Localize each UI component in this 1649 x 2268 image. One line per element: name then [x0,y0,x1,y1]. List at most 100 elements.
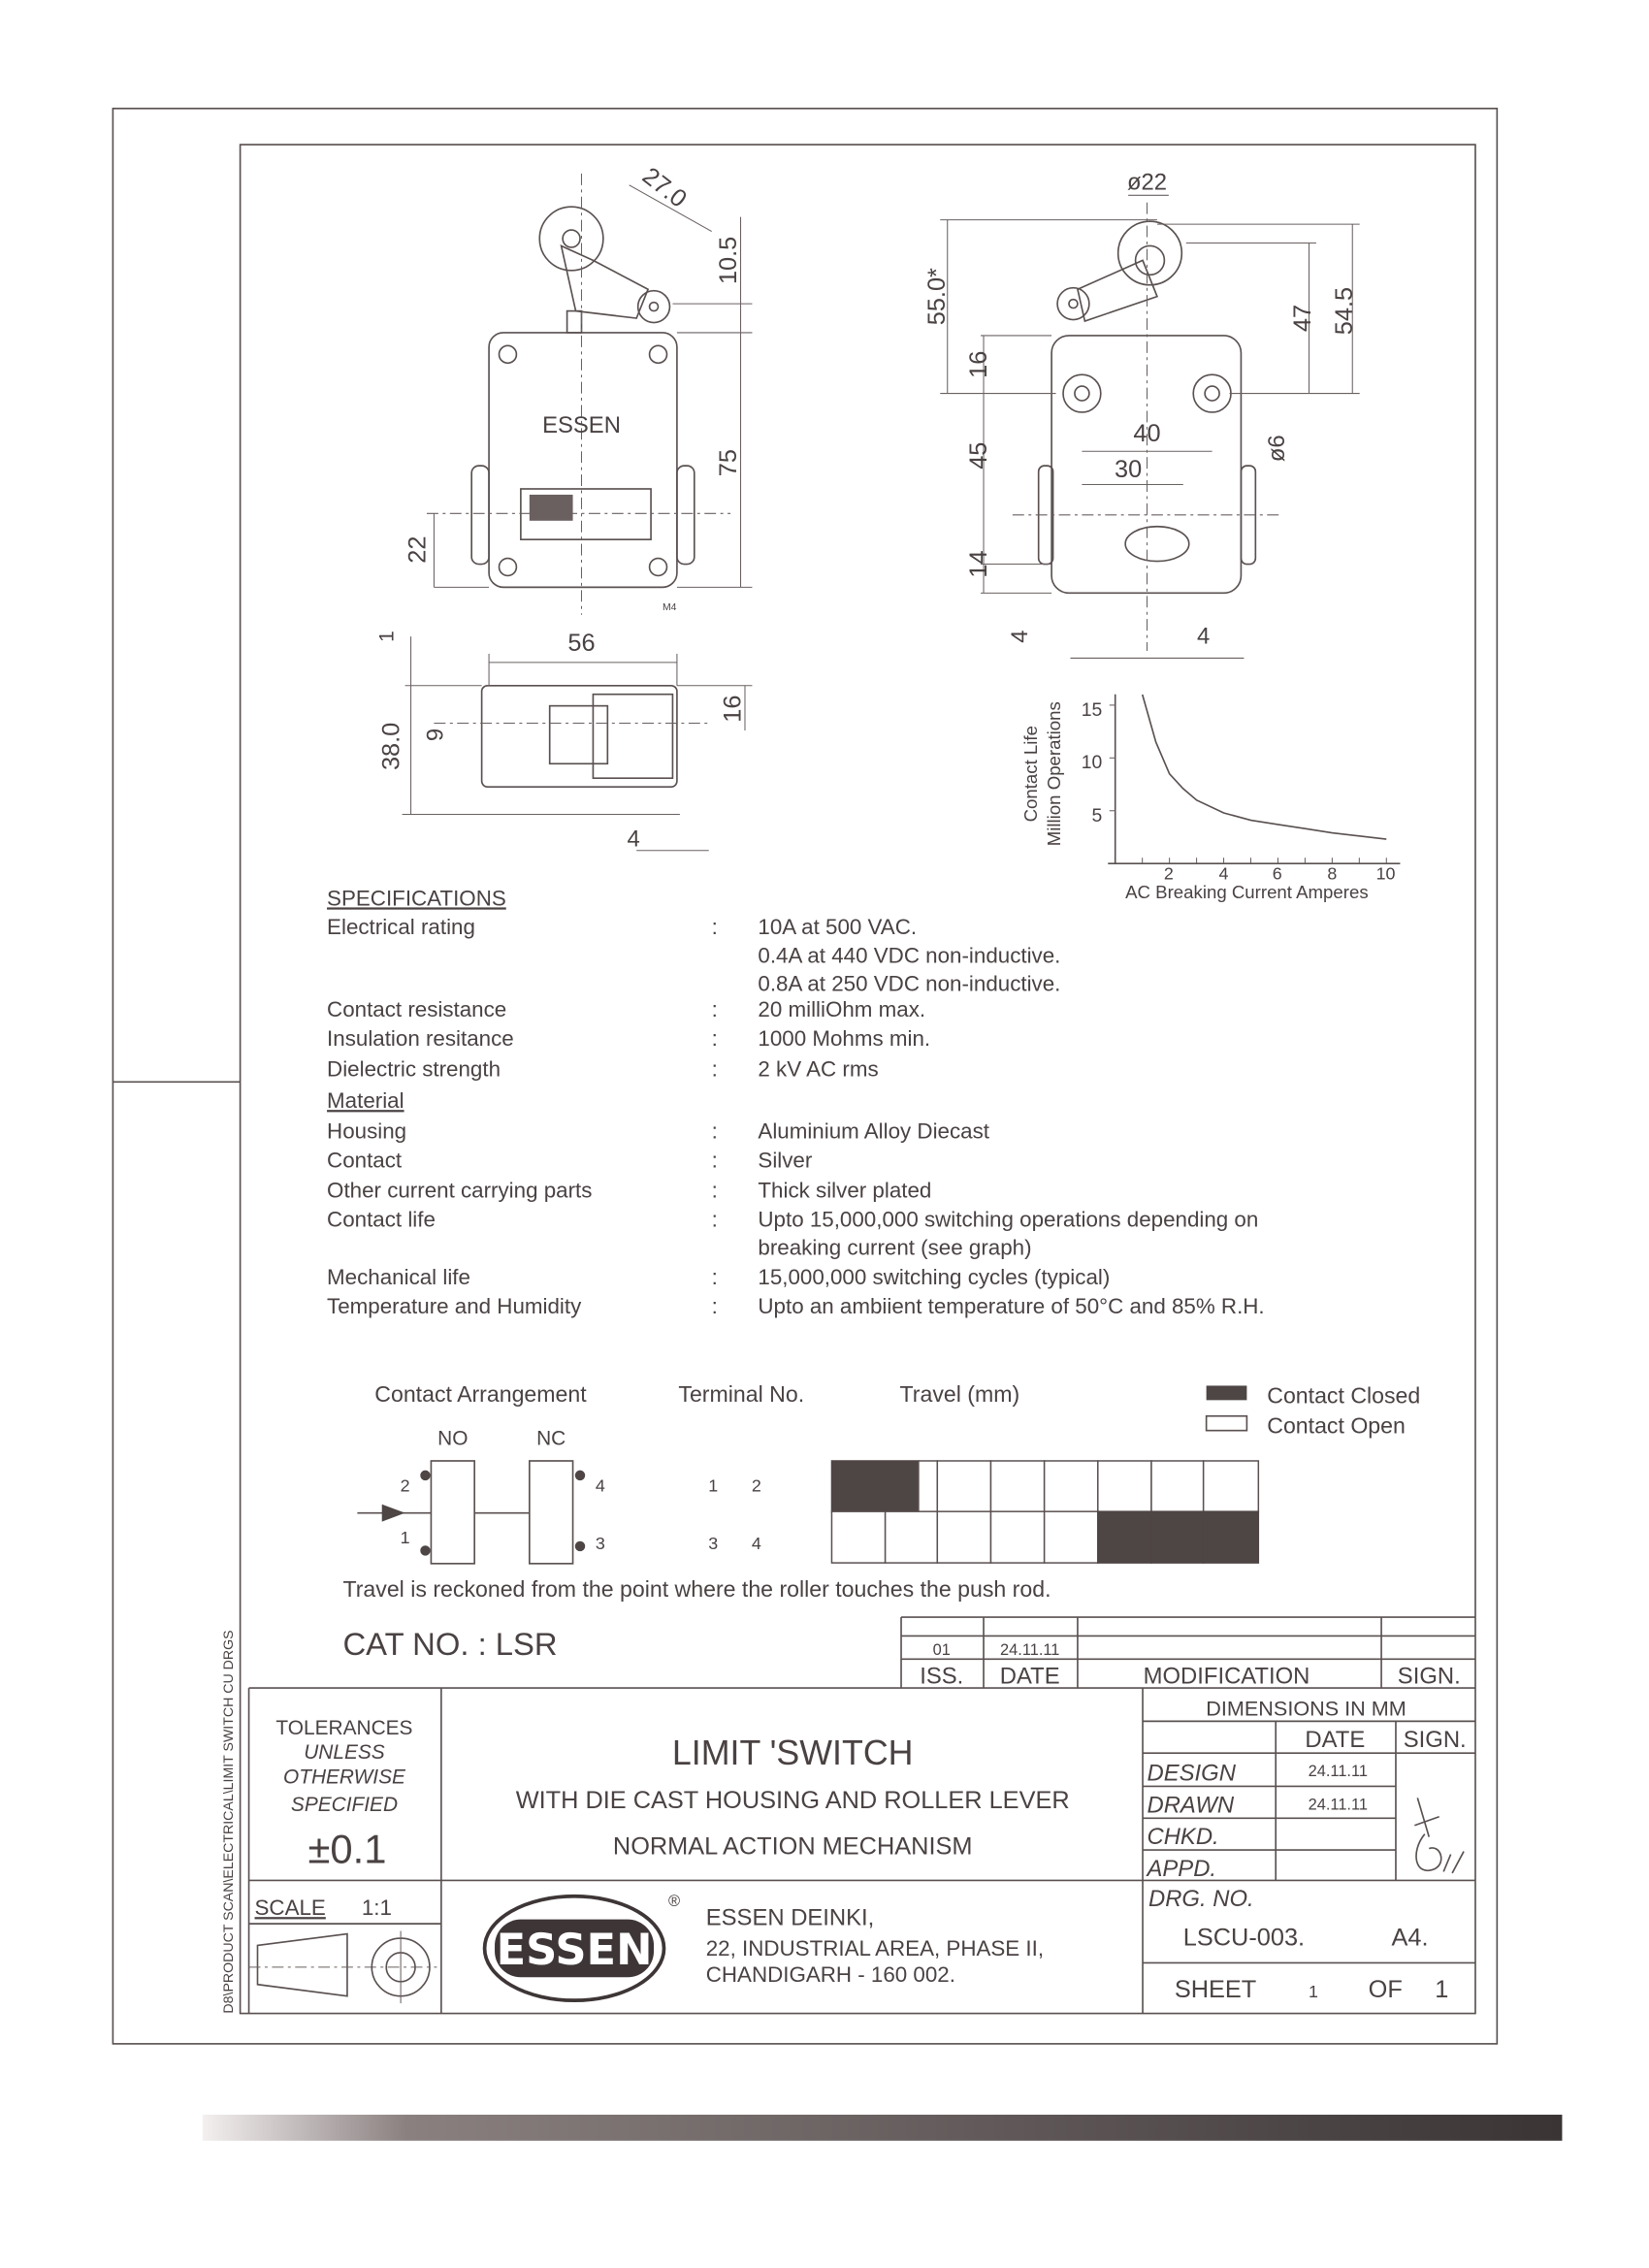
dim-dia-22: ø22 [1127,169,1167,195]
travel-cell-open [1043,1510,1099,1564]
company-address-2: CHANDIGARH - 160 002. [706,1962,955,1987]
y-axis-label-line2: Million Operations [1044,701,1064,846]
dim-54-5: 54.5 [1331,287,1358,335]
terminal-2: 2 [401,1475,410,1495]
signature [1414,1798,1465,1874]
spec-value: breaking current (see graph) [758,1236,1031,1260]
spec-label: Electrical rating [327,915,475,939]
dim-1: 1 [376,631,399,642]
drg-label: DRG. NO. [1148,1886,1254,1912]
dim-4-left: 4 [1007,630,1033,642]
terminal-3: 3 [596,1534,605,1553]
x-tick-label: 2 [1164,864,1174,884]
travel-cell-open [989,1460,1046,1513]
dim-4-right: 4 [1197,624,1210,650]
spec-value: Silver [758,1148,812,1172]
spec-value: 1000 Mohms min. [758,1026,930,1051]
spec-label: Contact life [327,1207,436,1231]
travel-cell-open [918,1460,939,1513]
travel-note: Travel is reckoned from the point where … [342,1576,1051,1602]
specifications: SPECIFICATIONS Electrical rating:10A at … [327,886,1265,1317]
dim-16: 16 [720,696,747,723]
row1-terminal-a: 1 [708,1475,718,1495]
y-tick-label: 5 [1092,805,1103,826]
terminal-1: 1 [401,1528,410,1547]
travel-cell-open [936,1460,992,1513]
terminal-4: 4 [596,1475,605,1495]
spec-value: Upto 15,000,000 switching operations dep… [758,1207,1258,1231]
of-label: OF [1369,1976,1403,2003]
spec-value: 0.4A at 440 VDC non-inductive. [758,943,1060,967]
x-tick-label: 8 [1327,864,1337,884]
spec-colon: : [712,1026,718,1051]
rev-header-iss: ISS. [920,1664,963,1690]
title-block: TOLERANCES UNLESS OTHERWISE SPECIFIED ±0… [247,1687,1475,2014]
role-chkd: CHKD. [1148,1824,1219,1850]
nc-label: NC [536,1428,566,1450]
rev-date: 24.11.11 [1000,1641,1059,1659]
x-tick-label: 10 [1376,864,1396,884]
spec-colon: : [712,915,718,939]
dim-16-side: 16 [965,351,992,378]
tolerances-line3: OTHERWISE [283,1766,406,1788]
dim-38: 38.0 [378,723,405,770]
spec-value: 2 kV AC rms [758,1056,878,1081]
x-tick-label: 4 [1219,864,1229,884]
legend-closed-swatch [1206,1385,1247,1401]
drawing-subtitle-1: WITH DIE CAST HOUSING AND ROLLER LEVER [516,1787,1070,1814]
spec-colon: : [712,1294,718,1318]
spec-label: Dielectric strength [327,1056,501,1081]
travel-cell-closed [1097,1510,1152,1564]
header-contact-arrangement: Contact Arrangement [374,1381,587,1407]
spec-value: 0.8A at 250 VDC non-inductive. [758,971,1060,995]
brand-text: ESSEN [542,412,621,438]
spec-colon: : [712,1056,718,1081]
date-header: DATE [1305,1727,1365,1753]
rev-header-date: DATE [1000,1664,1060,1690]
spec-label: Contact [327,1148,403,1172]
file-path: D8\PRODUCT SCAN\ELECTRICAL\LIMIT SWITCH … [221,1630,237,2013]
spec-colon: : [712,1265,718,1289]
header-travel: Travel (mm) [900,1381,1020,1407]
spec-colon: : [712,1118,718,1143]
spec-label: Temperature and Humidity [327,1294,582,1318]
row1-terminal-b: 2 [752,1475,761,1495]
legend-closed-label: Contact Closed [1267,1382,1420,1408]
travel-cell-closed [1150,1510,1205,1564]
specs-heading: SPECIFICATIONS [327,886,506,910]
row2-terminal-a: 3 [708,1534,718,1553]
contact-life-curve [1141,694,1387,840]
travel-cell-open [830,1510,887,1564]
y-tick-label: 15 [1082,699,1103,721]
tolerances-line2: UNLESS [304,1741,385,1764]
dim-75: 75 [715,449,742,476]
spec-colon: : [712,997,718,1021]
projection-symbol-icon [248,1930,437,2004]
dim-9: 9 [422,729,448,741]
role-design: DESIGN [1148,1761,1237,1787]
dim-14: 14 [965,550,992,577]
cat-no: CAT NO. : LSR [342,1626,557,1662]
rev-header-modification: MODIFICATION [1144,1664,1310,1690]
spec-label: Insulation resitance [327,1026,514,1051]
dim-55: 55.0* [923,268,951,325]
tolerances-line1: TOLERANCES [275,1717,412,1739]
sheet-number: 1 [1309,1982,1318,2001]
spec-label: Other current carrying parts [327,1179,592,1203]
travel-cell-open [989,1510,1046,1564]
sheet-label: SHEET [1175,1976,1256,2003]
travel-cell-open [936,1510,992,1564]
arrow-icon [381,1504,405,1522]
travel-cell-open [1202,1460,1260,1513]
x-axis-label: AC Breaking Current Amperes [1125,882,1369,902]
travel-cell-open [1097,1460,1152,1513]
logo-text: ESSEN [497,1924,653,1975]
company-address-1: 22, INDUSTRIAL AREA, PHASE II, [706,1936,1044,1960]
travel-cell-open [884,1510,939,1564]
dim-10-5: 10.5 [715,237,742,284]
spec-label: Housing [327,1118,406,1143]
material-heading: Material [327,1088,404,1113]
dim-56: 56 [567,630,595,657]
travel-cell-closed [830,1460,920,1513]
scan-shadow-band [202,2114,1563,2141]
